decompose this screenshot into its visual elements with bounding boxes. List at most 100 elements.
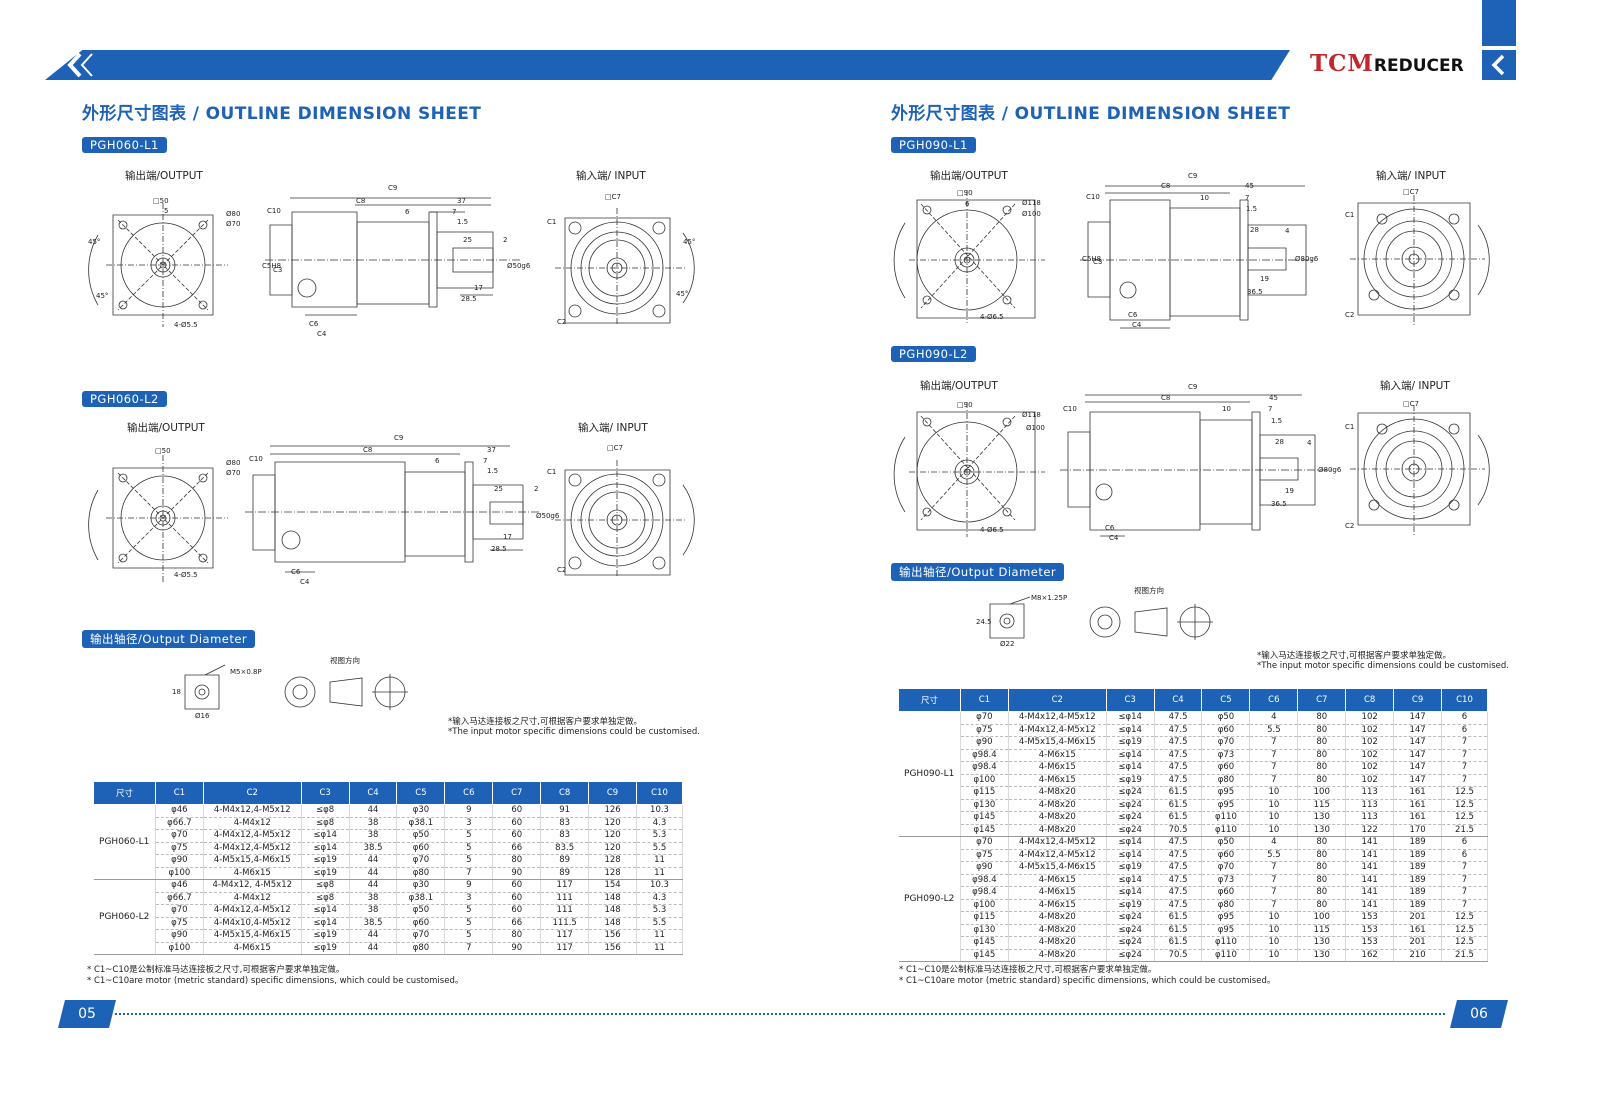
- table-cell: ≤φ19: [301, 854, 350, 868]
- table-cell: 47.5: [1154, 899, 1203, 912]
- table-cell: 44: [349, 879, 398, 893]
- table-cell: 80: [492, 854, 542, 868]
- table-cell: 117: [540, 942, 590, 955]
- table-cell: 130: [1297, 824, 1347, 837]
- table-header-cell: C8: [1345, 688, 1395, 712]
- output-front-view-drawing: [895, 402, 1055, 542]
- header-nav-box[interactable]: [1482, 50, 1516, 80]
- table-cell: 4-M8x20: [1008, 949, 1107, 962]
- table-cell: 130: [1297, 936, 1347, 950]
- table-cell: 7: [444, 942, 494, 955]
- table-cell: 10.3: [636, 804, 683, 818]
- brand-reducer: REDUCER: [1373, 56, 1464, 76]
- dim-label: C9: [1188, 383, 1198, 391]
- table-cell: 61.5: [1154, 786, 1203, 800]
- table-cell: φ80: [396, 867, 446, 880]
- table-cell: 115: [1297, 799, 1347, 812]
- table-cell: 12.5: [1441, 911, 1488, 925]
- table-cell: 141: [1345, 874, 1395, 887]
- table-cell: ≤φ24: [1106, 824, 1155, 837]
- table-cell: 66: [492, 917, 542, 930]
- table-cell: ≤φ14: [1106, 886, 1155, 900]
- table-cell: 47.5: [1154, 774, 1203, 787]
- table-cell: φ75: [960, 724, 1009, 737]
- table-cell: 70.5: [1154, 949, 1203, 962]
- table-cell: φ115: [960, 911, 1009, 925]
- dim-label: C4: [300, 578, 310, 586]
- output-label: 输出端/OUTPUT: [920, 380, 998, 392]
- dim-label: C2: [557, 318, 567, 326]
- chevron-left-icon[interactable]: [58, 50, 98, 80]
- table-cell: 161: [1393, 924, 1443, 937]
- table-cell: φ73: [1201, 749, 1251, 762]
- table-cell: 130: [1297, 811, 1347, 825]
- table-cell: 90: [492, 867, 542, 880]
- note-en: *The input motor specific dimensions cou…: [448, 727, 700, 737]
- table-cell: 7: [1441, 749, 1488, 762]
- footnote-cn: * C1~C10是公制标准马达连接板之尺寸,可根据客户要求单独定做。: [87, 965, 345, 975]
- dim-label: □C7: [605, 193, 621, 201]
- table-cell: 4-M4x12,4-M5x12: [1008, 849, 1107, 862]
- dim-label: 28: [1275, 438, 1284, 446]
- table-cell: 148: [588, 917, 637, 930]
- table-cell: 5: [444, 842, 494, 855]
- table-cell: 60: [492, 904, 542, 918]
- table-cell: φ60: [396, 842, 446, 855]
- side-view-drawing: [1080, 180, 1320, 330]
- note-cn: *输入马达连接板之尺寸,可根据客户要求单独定做。: [1257, 651, 1451, 661]
- table-cell: 38: [349, 829, 398, 843]
- table-cell: 80: [1297, 774, 1347, 787]
- output-front-view-drawing: [895, 188, 1055, 328]
- table-header-cell: C1: [959, 688, 1009, 712]
- table-cell: 4-M6x15: [1008, 886, 1107, 900]
- table-cell: φ70: [396, 929, 446, 943]
- table-header-cell: 尺寸: [93, 781, 156, 805]
- dim-label: 4-Ø5.5: [174, 571, 198, 579]
- table-cell: 154: [588, 879, 637, 893]
- table-cell: ≤φ19: [1106, 899, 1155, 912]
- table-cell: 4-M4x12,4-M5x12: [203, 829, 302, 843]
- table-cell: 113: [1345, 786, 1395, 800]
- table-cell: φ100: [155, 867, 204, 880]
- table-cell: φ70: [960, 836, 1009, 850]
- dim-label: C9: [1188, 172, 1198, 180]
- dim-label: 7: [452, 208, 457, 216]
- table-cell: φ46: [155, 879, 204, 893]
- table-cell: 12.5: [1441, 786, 1488, 800]
- dim-label: 19: [1260, 275, 1269, 283]
- dim-label: 45: [1269, 394, 1278, 402]
- table-cell: φ50: [396, 829, 446, 843]
- table-header-cell: C10: [1441, 688, 1488, 712]
- table-cell: φ98.4: [960, 874, 1009, 887]
- header-banner-left: [45, 50, 1290, 80]
- table-cell: 61.5: [1154, 911, 1203, 925]
- dim-label: 4: [1307, 439, 1312, 447]
- table-cell: 83: [540, 829, 590, 843]
- table-cell: 61.5: [1154, 811, 1203, 825]
- table-cell: φ60: [1201, 886, 1251, 900]
- table-cell: φ70: [155, 829, 204, 843]
- table-header-cell: C4: [348, 781, 398, 805]
- table-cell: 113: [1345, 799, 1395, 812]
- table-cell: 47.5: [1154, 886, 1203, 900]
- dim-label: C4: [317, 330, 327, 338]
- table-cell: φ90: [960, 736, 1009, 750]
- table-cell: 61.5: [1154, 936, 1203, 950]
- chevron-left-icon[interactable]: [1486, 52, 1512, 78]
- dim-label: 45: [1245, 182, 1254, 190]
- table-cell: ≤φ24: [1106, 786, 1155, 800]
- table-cell: 4-M5x15,4-M6x15: [1008, 736, 1107, 750]
- table-cell: 113: [1345, 811, 1395, 825]
- dim-label: 4: [1285, 227, 1290, 235]
- table-cell: 4-M6x15: [1008, 761, 1107, 775]
- table-cell: 80: [1297, 724, 1347, 737]
- table-cell: φ38.1: [396, 817, 446, 830]
- dim-label: C9: [388, 184, 398, 192]
- table-cell: 120: [588, 842, 637, 855]
- table-cell: 91: [540, 804, 590, 818]
